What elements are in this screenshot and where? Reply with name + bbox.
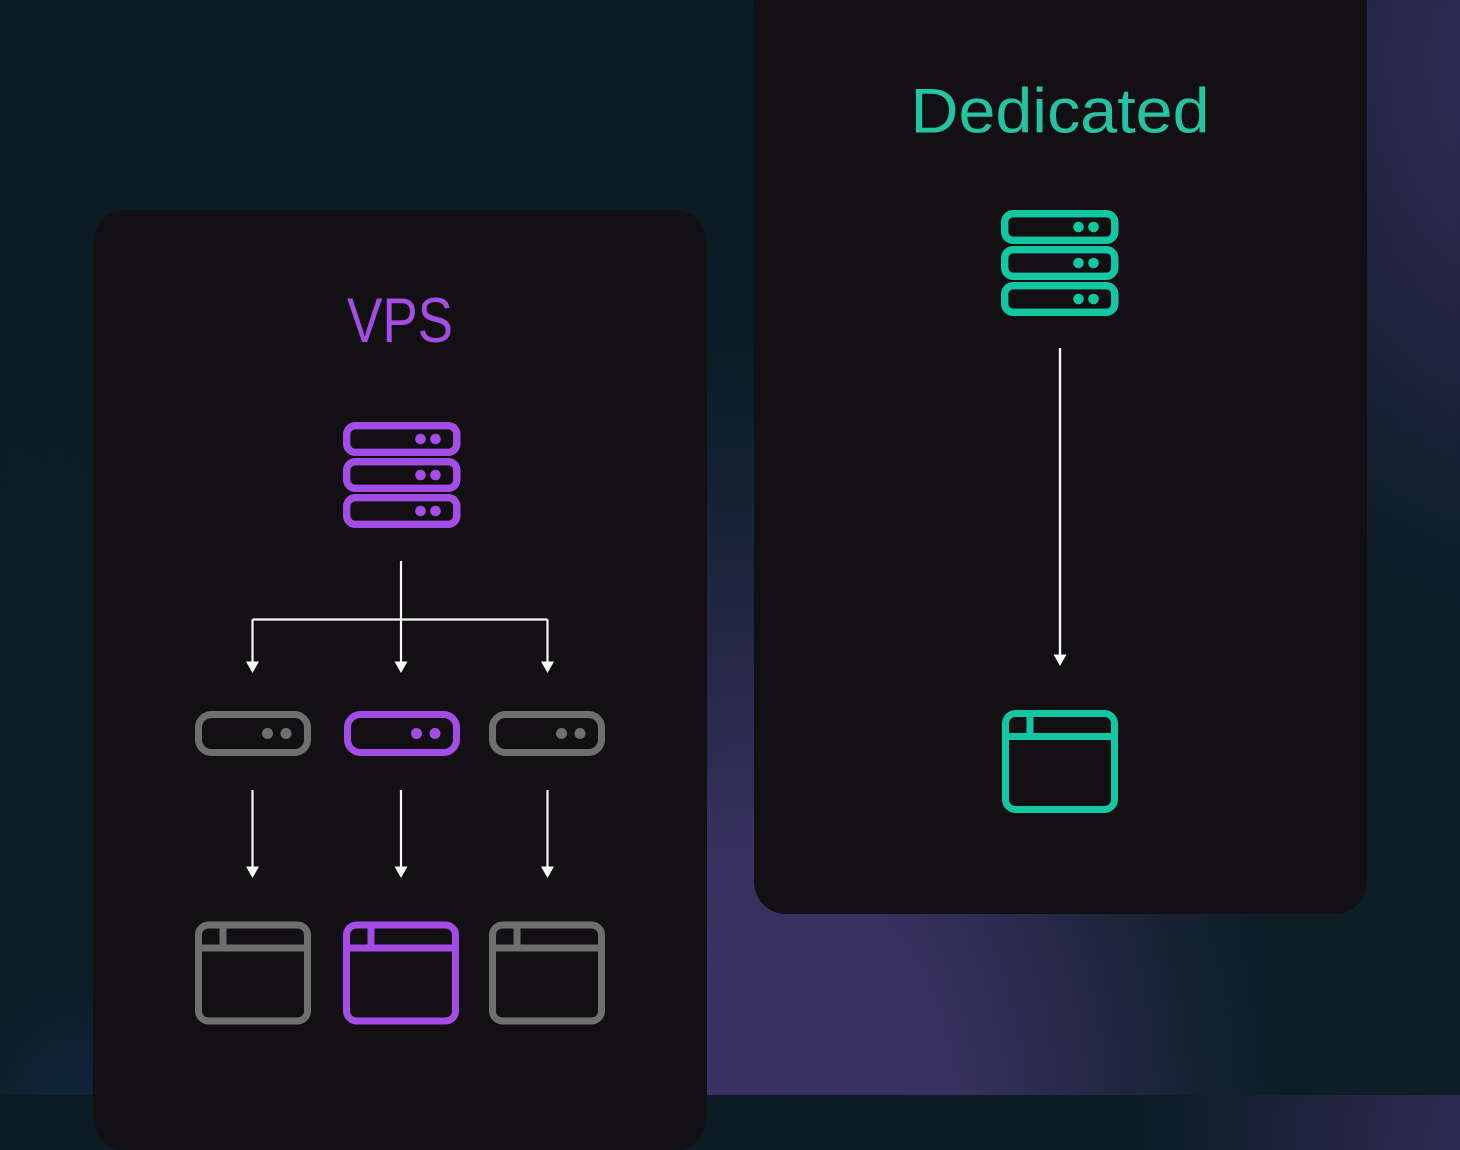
- svg-text:VPS: VPS: [347, 286, 453, 356]
- svg-text:Dedicated: Dedicated: [911, 77, 1210, 147]
